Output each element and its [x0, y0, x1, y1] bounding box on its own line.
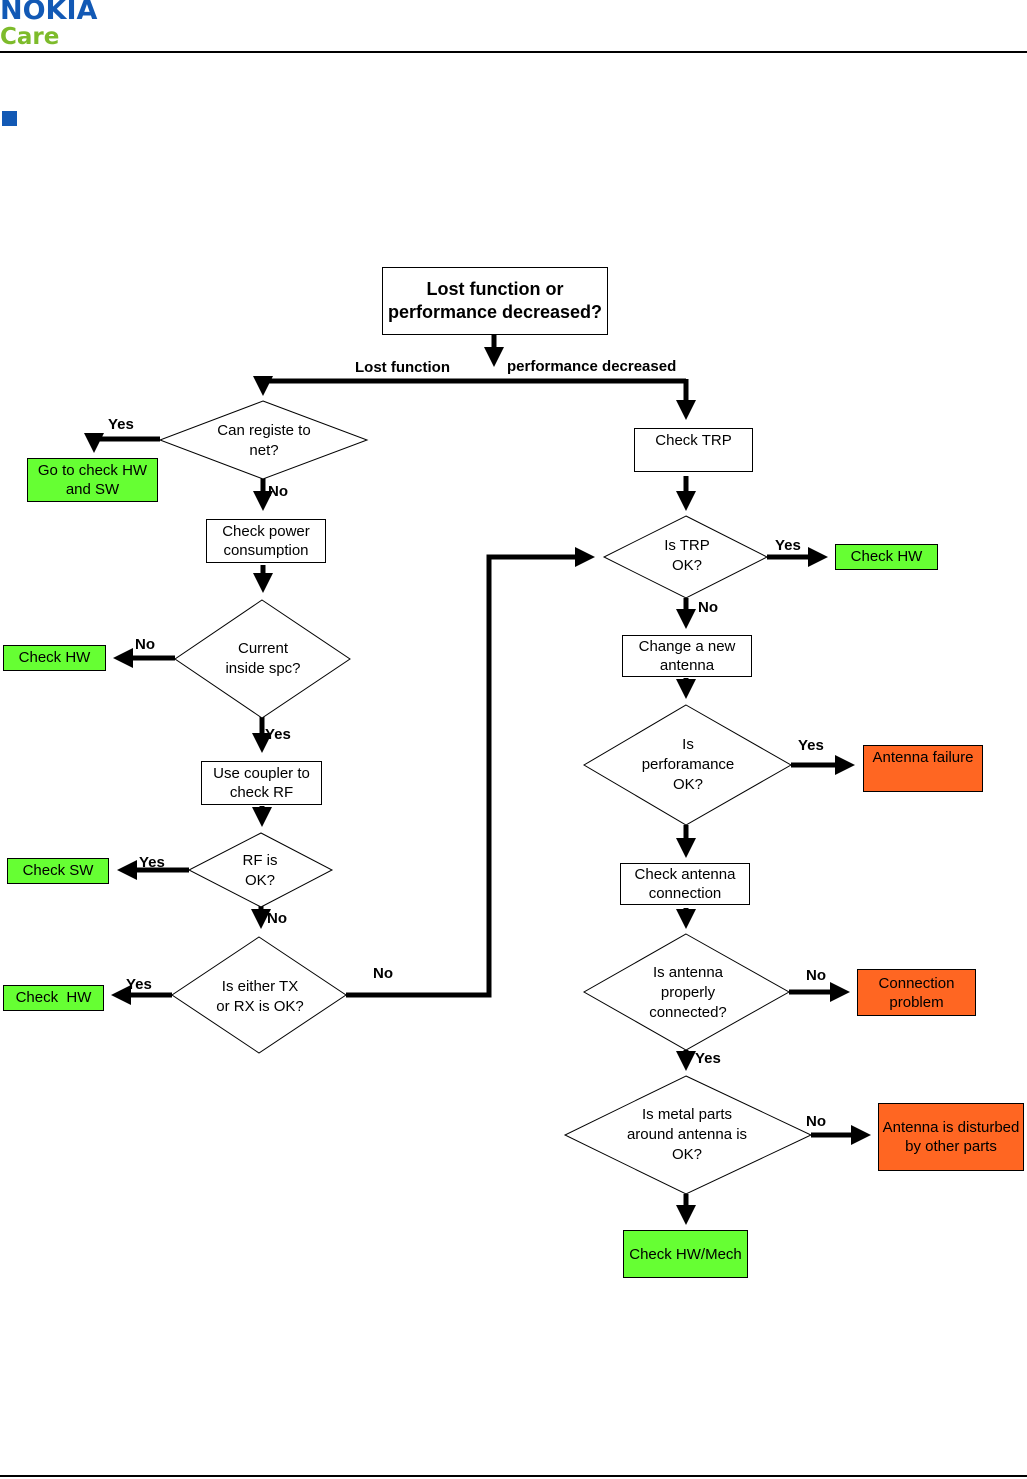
- label-perf-yes: Yes: [798, 737, 824, 754]
- check-hw-text-1: Check HW: [18, 649, 91, 666]
- check-power-box: Check power consumption: [206, 519, 326, 563]
- check-hw-mech-text: Check HW/Mech: [629, 1245, 742, 1263]
- decision-trp-shape: [602, 515, 769, 599]
- check-power-text: Check power consumption: [222, 523, 310, 559]
- decision-metal-text: Is metal parts around antenna is OK?: [626, 1106, 748, 1163]
- label-register-no: No: [268, 483, 288, 500]
- check-sw-box: Check SW: [7, 858, 109, 884]
- logo-brand: NOKIA: [0, 0, 98, 26]
- check-hw-box-1: Check HW: [3, 645, 106, 671]
- label-current-no: No: [135, 636, 155, 653]
- decision-rf-shape: [187, 832, 334, 908]
- check-antenna-connection-box: Check antenna connection: [620, 863, 750, 905]
- decision-txrx-text: Is either TX or RX is OK?: [216, 978, 304, 1015]
- label-txrx-yes: Yes: [126, 976, 152, 993]
- connector-register-yes: [84, 433, 160, 453]
- start-question-text: Lost function or performance decreased?: [387, 279, 603, 322]
- decision-perf-text: Is perforamance OK?: [641, 736, 735, 793]
- label-performance-decreased: performance decreased: [507, 358, 677, 375]
- decision-perf-shape: [583, 704, 793, 826]
- check-hw-mech-box: Check HW/Mech: [623, 1230, 748, 1278]
- footer-divider: [0, 1475, 1027, 1477]
- check-trp-box: Check TRP: [634, 428, 753, 472]
- connection-problem-box: Connection problem: [857, 969, 976, 1016]
- label-rf-no: No: [267, 910, 287, 927]
- check-sw-text: Check SW: [22, 862, 94, 879]
- check-antenna-connection-text: Check antenna connection: [634, 866, 736, 902]
- antenna-failure-text: Antenna failure: [872, 749, 974, 766]
- label-connected-yes: Yes: [695, 1050, 721, 1067]
- check-hw-text-3: Check HW: [850, 548, 923, 565]
- check-hw-text-2: Check HW: [15, 989, 92, 1006]
- change-antenna-text: Change a new antenna: [638, 638, 736, 674]
- change-antenna-box: Change a new antenna: [622, 635, 752, 677]
- start-question-box: Lost function or performance decreased?: [382, 267, 608, 335]
- label-metal-no: No: [806, 1113, 826, 1130]
- antenna-failure-box: Antenna failure: [863, 745, 983, 792]
- label-txrx-no: No: [373, 965, 393, 982]
- decision-txrx-shape: [171, 936, 347, 1054]
- label-trp-yes: Yes: [775, 537, 801, 554]
- section-bullet-icon: [2, 111, 17, 126]
- check-hw-box-3: Check HW: [835, 544, 938, 570]
- decision-metal-shape: [563, 1075, 813, 1195]
- label-register-yes: Yes: [108, 416, 134, 433]
- decision-current-shape: [174, 599, 351, 719]
- antenna-disturbed-text: Antenna is disturbed by other parts: [882, 1119, 1020, 1155]
- go-check-hw-sw-box: Go to check HW and SW: [27, 458, 158, 502]
- check-trp-text: Check TRP: [655, 432, 732, 449]
- decision-current-text: Current inside spc?: [225, 640, 301, 677]
- label-current-yes: Yes: [265, 726, 291, 743]
- logo-sub-brand: Care: [0, 24, 60, 50]
- decision-register-text: Can registe to net?: [217, 422, 311, 459]
- use-coupler-box: Use coupler to check RF: [201, 761, 322, 805]
- header-divider: [0, 51, 1027, 53]
- decision-trp-text: Is TRP OK?: [664, 537, 710, 574]
- go-check-hw-sw-text: Go to check HW and SW: [37, 462, 148, 498]
- connector-txrx-no: [346, 547, 595, 998]
- check-hw-box-2: Check HW: [3, 985, 104, 1011]
- label-connected-no: No: [806, 967, 826, 984]
- antenna-disturbed-box: Antenna is disturbed by other parts: [878, 1103, 1024, 1171]
- label-lost-function: Lost function: [355, 359, 450, 376]
- label-rf-yes: Yes: [139, 854, 165, 871]
- decision-register-shape: [158, 400, 369, 480]
- decision-connected-text: Is antenna properly connected?: [649, 964, 727, 1021]
- decision-connected-shape: [582, 933, 791, 1051]
- label-trp-no: No: [698, 599, 718, 616]
- connection-problem-text: Connection problem: [878, 974, 955, 1011]
- use-coupler-text: Use coupler to check RF: [213, 765, 310, 801]
- decision-rf-text: RF is OK?: [242, 852, 278, 889]
